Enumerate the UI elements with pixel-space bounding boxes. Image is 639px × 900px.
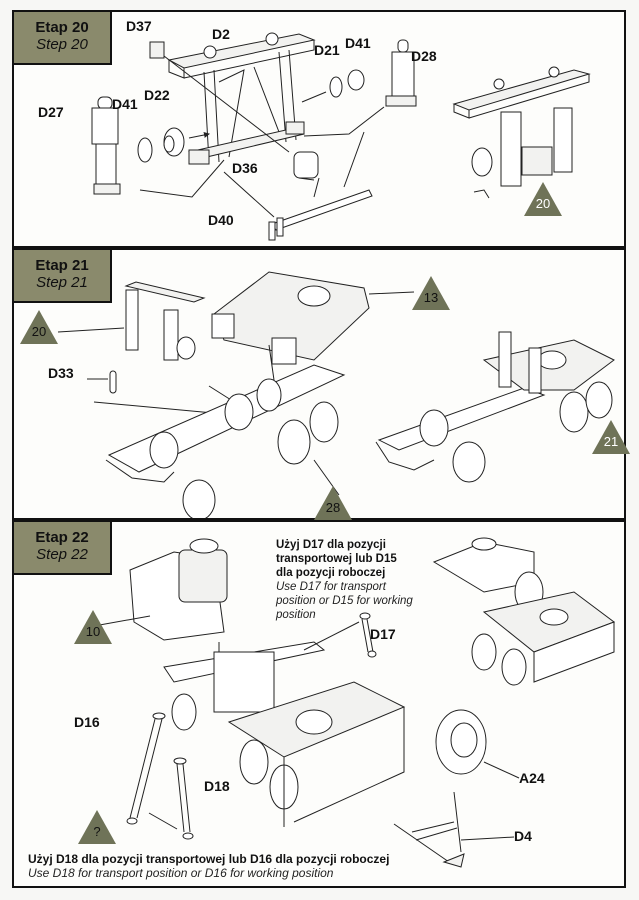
frame-subassembly-illustration — [57, 281, 206, 361]
step-21-panel: Etap 21 Step 21 — [12, 248, 630, 520]
part-d21-illustration — [329, 76, 343, 98]
rear-body-illustration — [211, 271, 415, 381]
label-d17: D17 — [370, 626, 396, 642]
input-triangle-13: 13 — [412, 276, 450, 310]
part-d17-illustration — [303, 612, 377, 658]
frame-d2-illustration — [167, 32, 316, 165]
step-22-header: Etap 22 Step 22 — [14, 522, 112, 575]
part-d33-illustration — [109, 370, 117, 394]
note-bottom-en: Use D18 for transport position or D16 fo… — [28, 866, 334, 880]
step-21-title-en: Step 21 — [36, 274, 88, 291]
input-triangle-10: 10 — [74, 610, 112, 644]
part-d28-illustration — [303, 39, 417, 137]
step-22-panel: Etap 22 Step 22 — [12, 520, 626, 888]
step-21-title-pl: Etap 21 — [35, 257, 89, 274]
part-d4-illustration — [393, 791, 515, 868]
assembled-chassis-illustration — [375, 331, 615, 483]
assembled-frame-illustration — [452, 66, 591, 199]
note-top-pl-line-2: transportowej lub D15 — [276, 553, 397, 565]
part-d36-illustration — [293, 151, 319, 181]
note-top-en-line-3: position — [276, 609, 316, 621]
part-d22-illustration — [163, 127, 185, 157]
step-21-drawing — [57, 271, 615, 518]
label-d22: D22 — [144, 87, 170, 103]
step-20-panel: Etap 20 Step 20 — [12, 10, 626, 248]
label-a24: A24 — [519, 770, 545, 786]
part-a24-wheel-illustration — [435, 709, 520, 779]
label-d37: D37 — [126, 18, 152, 34]
note-top-pl-line-1: Użyj D17 dla pozycji — [276, 539, 386, 551]
note-top-pl-line-3: dla pozycji roboczej — [276, 567, 386, 579]
step-21-header: Etap 21 Step 21 — [14, 250, 112, 303]
note-top-en-line-2: position or D15 for working — [276, 595, 413, 607]
step-22-bottom-note: Użyj D18 dla pozycji transportowej lub D… — [28, 852, 389, 880]
step-20-title-en: Step 20 — [36, 36, 88, 53]
label-d21: D21 — [314, 42, 340, 58]
assembled-vehicle-illustration — [432, 537, 616, 686]
input-triangle-28: 28 — [314, 486, 352, 520]
label-d27: D27 — [38, 104, 64, 120]
label-d28: D28 — [411, 48, 437, 64]
input-triangle-unknown: ? — [78, 810, 116, 844]
part-d41-left-illustration — [137, 137, 153, 163]
step-20-drawing — [91, 32, 591, 241]
step-20-title-pl: Etap 20 — [35, 19, 89, 36]
step-22-title-en: Step 22 — [36, 546, 88, 563]
label-d36: D36 — [232, 160, 258, 176]
result-triangle-20: 20 — [524, 182, 562, 216]
cab-part-illustration — [93, 538, 228, 692]
vehicle-assembly-illustration — [163, 641, 406, 827]
label-d16: D16 — [74, 714, 100, 730]
part-d16-illustration — [126, 712, 166, 825]
input-triangle-20: 20 — [20, 310, 58, 344]
part-d40-illustration — [223, 131, 373, 241]
note-top-en-line-1: Use D17 for transport — [276, 581, 386, 593]
chassis-illustration — [105, 364, 346, 518]
label-d2: D2 — [212, 26, 230, 42]
part-d41-right-illustration — [347, 69, 365, 91]
part-d37-illustration — [149, 41, 165, 59]
step-22-top-note: Użyj D17 dla pozycji transportowej lub D… — [276, 538, 413, 622]
part-d27-illustration — [91, 96, 225, 198]
label-d41-left: D41 — [112, 96, 138, 112]
step-20-header: Etap 20 Step 20 — [14, 12, 112, 65]
label-d40: D40 — [208, 212, 234, 228]
label-d18: D18 — [204, 778, 230, 794]
result-triangle-21: 21 — [592, 420, 630, 454]
label-d33: D33 — [48, 365, 74, 381]
part-d18-illustration — [148, 757, 194, 840]
label-d41-right: D41 — [345, 35, 371, 51]
note-bottom-pl: Użyj D18 dla pozycji transportowej lub D… — [28, 852, 390, 866]
label-d4: D4 — [514, 828, 532, 844]
step-22-title-pl: Etap 22 — [35, 529, 89, 546]
step-22-drawing — [93, 537, 616, 868]
